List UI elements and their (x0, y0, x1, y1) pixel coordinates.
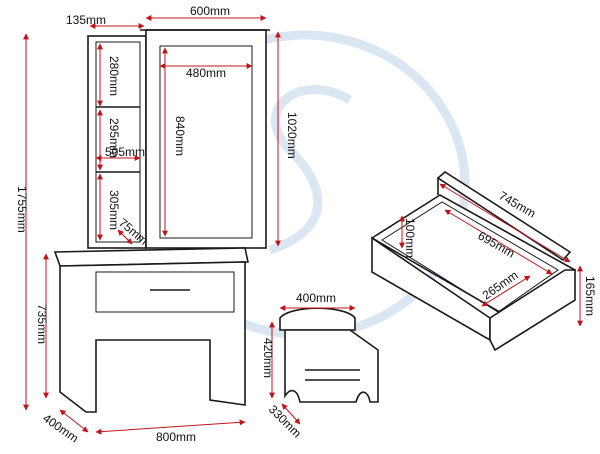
label-400-depth: 400mm (40, 411, 81, 445)
stool-frame (284, 329, 379, 403)
dim-800 (95, 419, 246, 435)
label-420: 420mm (261, 338, 275, 378)
label-800: 800mm (156, 430, 196, 444)
label-1020: 1020mm (285, 112, 299, 159)
stool-seat (279, 307, 356, 331)
dim-75 (117, 229, 133, 245)
mirror-frame (145, 29, 267, 249)
drawer-detail (370, 171, 577, 352)
drawer-front (489, 269, 576, 352)
dim-265 (481, 275, 531, 307)
label-600: 600mm (190, 4, 230, 18)
label-100: 100mm (403, 218, 417, 258)
dimension-lines (23, 15, 583, 435)
dressing-table (53, 247, 249, 413)
label-135: 135mm (66, 13, 106, 27)
dim-330 (281, 403, 301, 425)
label-280: 280mm (107, 56, 121, 96)
table-top (53, 247, 249, 267)
label-840: 840mm (173, 116, 187, 156)
label-505: 505mm (105, 145, 145, 159)
label-165: 165mm (583, 276, 597, 316)
stool (279, 307, 379, 403)
label-735: 735mm (35, 304, 49, 344)
dim-400-depth (59, 409, 89, 433)
drawer-inner (381, 201, 559, 313)
dim-695 (444, 209, 553, 275)
label-295: 295mm (107, 118, 121, 158)
label-1755: 1755mm (15, 186, 29, 233)
table-body (59, 261, 246, 413)
label-480: 480mm (186, 66, 226, 80)
mirror-glass (159, 45, 253, 239)
label-305: 305mm (107, 190, 121, 230)
label-400-stool: 400mm (296, 291, 336, 305)
